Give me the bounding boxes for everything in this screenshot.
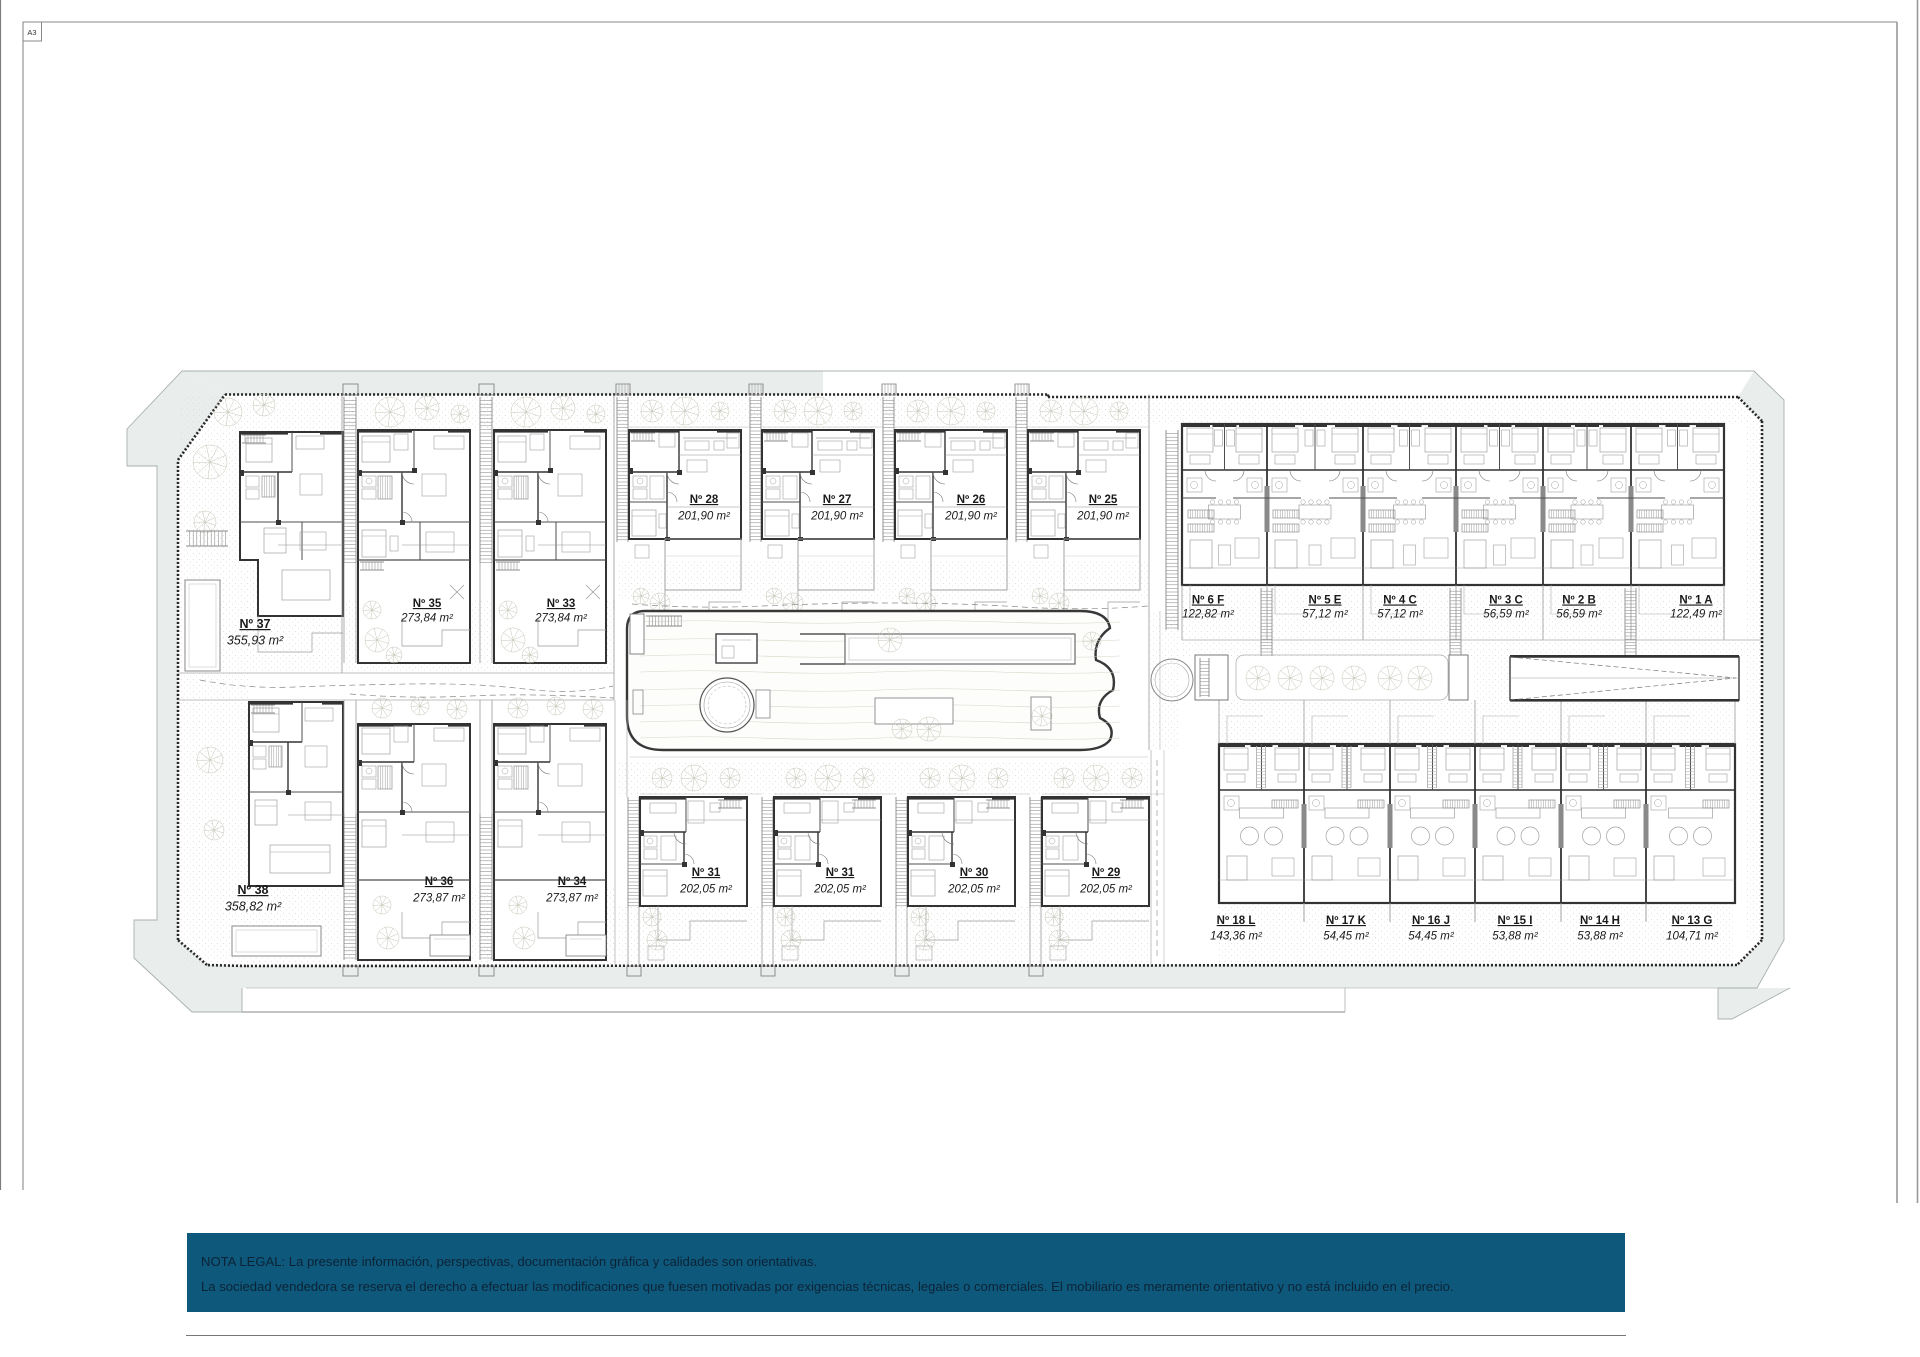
svg-text:Nº 25: Nº 25	[1089, 494, 1118, 506]
svg-text:56,59 m²: 56,59 m²	[1556, 609, 1603, 621]
svg-text:57,12 m²: 57,12 m²	[1377, 609, 1424, 621]
svg-text:Nº 37: Nº 37	[240, 617, 271, 631]
svg-text:Nº 13 G: Nº 13 G	[1672, 915, 1713, 927]
svg-text:201,90 m²: 201,90 m²	[944, 511, 998, 523]
svg-text:122,82 m²: 122,82 m²	[1182, 609, 1235, 621]
svg-text:143,36 m²: 143,36 m²	[1210, 931, 1263, 943]
svg-text:Nº 4 C: Nº 4 C	[1383, 595, 1417, 607]
svg-text:53,88 m²: 53,88 m²	[1492, 931, 1539, 943]
svg-text:122,49 m²: 122,49 m²	[1670, 609, 1723, 621]
svg-text:273,87 m²: 273,87 m²	[545, 893, 599, 905]
svg-text:104,71 m²: 104,71 m²	[1666, 931, 1719, 943]
svg-text:273,84 m²: 273,84 m²	[534, 613, 588, 625]
svg-text:57,12 m²: 57,12 m²	[1302, 609, 1349, 621]
svg-text:Nº 31: Nº 31	[826, 867, 855, 879]
svg-text:201,90 m²: 201,90 m²	[677, 511, 731, 523]
svg-text:Nº 34: Nº 34	[558, 876, 587, 888]
svg-text:201,90 m²: 201,90 m²	[1076, 511, 1130, 523]
svg-text:Nº 5 E: Nº 5 E	[1309, 595, 1342, 607]
svg-text:Nº 18 L: Nº 18 L	[1217, 915, 1256, 927]
svg-text:54,45 m²: 54,45 m²	[1408, 931, 1455, 943]
svg-text:Nº 35: Nº 35	[413, 598, 442, 610]
svg-text:Nº 27: Nº 27	[823, 494, 852, 506]
svg-text:202,05 m²: 202,05 m²	[813, 884, 867, 896]
svg-text:Nº 33: Nº 33	[547, 598, 576, 610]
svg-text:Nº 1 A: Nº 1 A	[1679, 595, 1712, 607]
svg-text:Nº 16 J: Nº 16 J	[1412, 915, 1450, 927]
svg-text:Nº 17 K: Nº 17 K	[1326, 915, 1367, 927]
svg-text:Nº 3 C: Nº 3 C	[1489, 595, 1523, 607]
svg-text:201,90 m²: 201,90 m²	[810, 511, 864, 523]
svg-text:Nº 29: Nº 29	[1092, 867, 1121, 879]
svg-text:Nº 2 B: Nº 2 B	[1562, 595, 1596, 607]
svg-text:Nº 36: Nº 36	[425, 876, 454, 888]
svg-text:Nº 6 F: Nº 6 F	[1192, 595, 1224, 607]
svg-text:Nº 14 H: Nº 14 H	[1580, 915, 1620, 927]
svg-text:Nº 30: Nº 30	[960, 867, 989, 879]
svg-text:202,05 m²: 202,05 m²	[1079, 884, 1133, 896]
svg-text:273,84 m²: 273,84 m²	[400, 613, 454, 625]
svg-text:Nº 38: Nº 38	[238, 883, 269, 897]
svg-text:202,05 m²: 202,05 m²	[679, 884, 733, 896]
svg-text:358,82 m²: 358,82 m²	[225, 900, 282, 914]
svg-text:56,59 m²: 56,59 m²	[1483, 609, 1530, 621]
svg-text:A3: A3	[27, 28, 36, 37]
svg-text:Nº 31: Nº 31	[692, 867, 721, 879]
svg-text:Nº 15 I: Nº 15 I	[1498, 915, 1533, 927]
svg-text:Nº 26: Nº 26	[957, 494, 986, 506]
svg-text:54,45 m²: 54,45 m²	[1323, 931, 1370, 943]
svg-text:202,05 m²: 202,05 m²	[947, 884, 1001, 896]
svg-text:355,93 m²: 355,93 m²	[227, 634, 284, 648]
svg-text:Nº 28: Nº 28	[690, 494, 719, 506]
svg-text:273,87 m²: 273,87 m²	[412, 893, 466, 905]
svg-text:53,88 m²: 53,88 m²	[1577, 931, 1624, 943]
